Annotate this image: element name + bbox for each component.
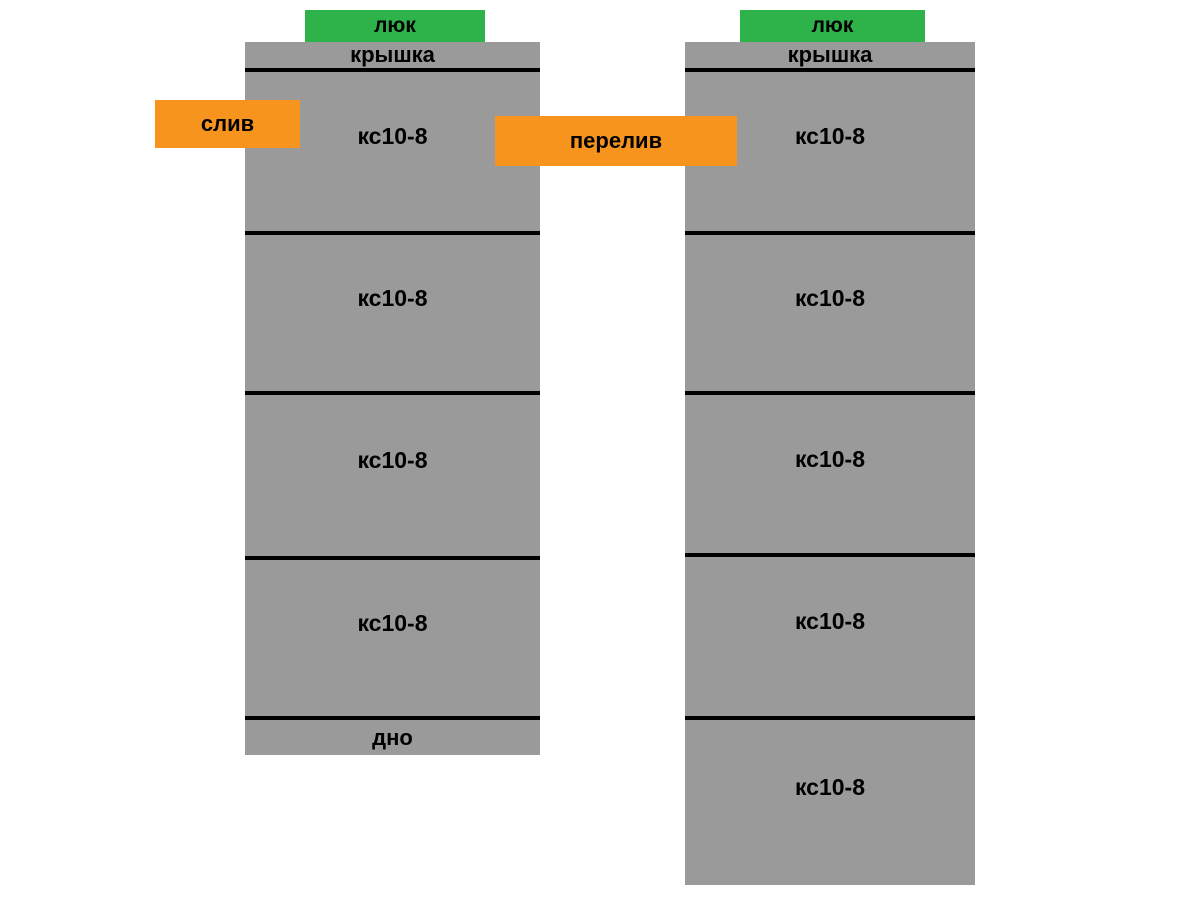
ring-label: кс10-8 <box>357 609 428 636</box>
left-ring-section-2: кс10-8 <box>245 235 540 395</box>
ring-label: кс10-8 <box>357 447 428 473</box>
right-well-column: крышка кс10-8 кс10-8 кс10-8 кс10-8 кс10-… <box>685 42 975 885</box>
right-ring-section-3: кс10-8 <box>685 395 975 557</box>
right-ring-section-4: кс10-8 <box>685 557 975 720</box>
ring-label: кс10-8 <box>794 608 866 634</box>
right-cover-section: крышка <box>685 42 975 72</box>
right-ring-section-5: кс10-8 <box>685 720 975 885</box>
left-bottom-label: дно <box>372 724 413 750</box>
left-bottom-section: дно <box>245 720 540 755</box>
right-ring-section-2: кс10-8 <box>685 235 975 395</box>
left-cover-section: крышка <box>245 42 540 72</box>
left-hatch-label: люк <box>374 14 416 37</box>
ring-label: кс10-8 <box>794 445 866 472</box>
drain-pipe-label: слив <box>155 100 300 148</box>
overflow-label-text: перелив <box>569 128 663 153</box>
right-hatch: люк <box>740 10 925 42</box>
left-ring-section-3: кс10-8 <box>245 395 540 560</box>
ring-label: кс10-8 <box>357 284 428 311</box>
right-ring-section-1: кс10-8 <box>685 72 975 235</box>
left-hatch: люк <box>305 10 485 42</box>
overflow-pipe-label: перелив <box>495 116 737 166</box>
ring-label: кс10-8 <box>794 123 866 149</box>
right-cover-label: крышка <box>787 42 873 67</box>
left-ring-section-1: кс10-8 <box>245 72 540 235</box>
ring-label: кс10-8 <box>794 774 866 800</box>
ring-label: кс10-8 <box>794 284 866 311</box>
left-well-column: крышка кс10-8 кс10-8 кс10-8 кс10-8 дно <box>245 42 540 755</box>
drain-label-text: слив <box>200 111 255 136</box>
right-hatch-label: люк <box>811 14 854 37</box>
left-ring-section-4: кс10-8 <box>245 560 540 720</box>
ring-label: кс10-8 <box>357 123 428 149</box>
left-cover-label: крышка <box>350 42 435 67</box>
